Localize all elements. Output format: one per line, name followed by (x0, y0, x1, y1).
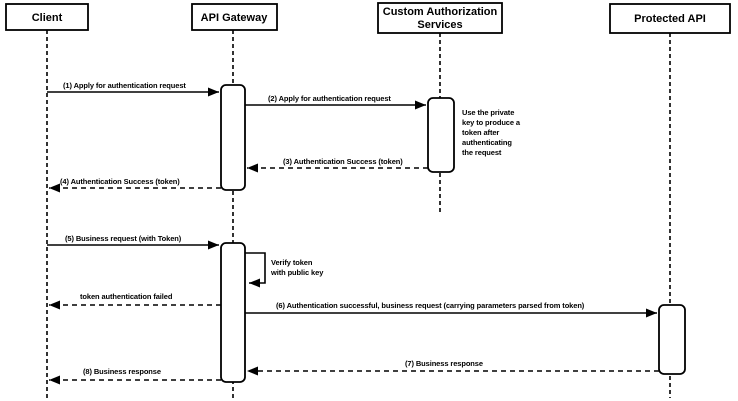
note-line-4: authenticating (462, 138, 512, 147)
message-5-label: (5) Business request (with Token) (65, 234, 182, 243)
message-4-label: (4) Authentication Success (token) (60, 177, 180, 186)
activation-protected-api (658, 304, 686, 375)
message-4-auth-success: (4) Authentication Success (token) (49, 177, 221, 193)
self-message-arrow (245, 252, 266, 288)
actor-custom-authorization-services-label-2: Services (417, 19, 462, 31)
self-message-label-2: with public key (270, 268, 324, 277)
actor-api-gateway-box (191, 3, 278, 31)
actor-custom-authorization-services: Custom Authorization Services (377, 2, 503, 34)
actor-client-label: Client (32, 12, 63, 24)
self-message-verify-token: Verify token with public key (245, 252, 324, 288)
actor-custom-authorization-services-label-1: Custom Authorization (383, 6, 498, 18)
actor-protected-api: Protected API (609, 3, 731, 34)
message-2-apply-auth: (2) Apply for authentication request (245, 94, 426, 110)
actor-custom-authorization-services-box (377, 2, 503, 34)
activation-api-gateway-business (220, 242, 246, 383)
message-5-business-request: (5) Business request (with Token) (47, 234, 219, 250)
actor-protected-api-box (609, 3, 731, 34)
self-message-label-1: Verify token (271, 258, 313, 267)
actor-protected-api-label: Protected API (634, 13, 706, 25)
note-private-key: Use the private key to produce a token a… (462, 108, 521, 157)
message-token-failed: token authentication failed (49, 292, 221, 310)
message-8-label: (8) Business response (83, 367, 161, 376)
note-line-1: Use the private (462, 108, 514, 117)
note-line-5: the request (462, 148, 502, 157)
message-1-label: (1) Apply for authentication request (63, 81, 186, 90)
message-6-auth-successful-business-request: (6) Authentication successful, business … (245, 301, 657, 318)
activation-custom-authorization-services (427, 97, 455, 173)
actor-client: Client (5, 3, 89, 31)
note-line-3: token after (462, 128, 499, 137)
activation-api-gateway-auth (220, 84, 246, 191)
actor-client-box (5, 3, 89, 31)
message-6-label: (6) Authentication successful, business … (276, 301, 585, 310)
message-7-label: (7) Business response (405, 359, 483, 368)
message-3-auth-success: (3) Authentication Success (token) (247, 157, 428, 173)
note-line-2: key to produce a (462, 118, 521, 127)
message-2-label: (2) Apply for authentication request (268, 94, 391, 103)
message-7-business-response: (7) Business response (247, 359, 659, 376)
message-token-failed-label: token authentication failed (80, 292, 173, 301)
message-3-label: (3) Authentication Success (token) (283, 157, 403, 166)
actor-api-gateway: API Gateway (191, 3, 278, 31)
message-1-apply-auth: (1) Apply for authentication request (47, 81, 219, 97)
actor-api-gateway-label: API Gateway (201, 12, 269, 24)
message-8-business-response: (8) Business response (49, 367, 221, 385)
